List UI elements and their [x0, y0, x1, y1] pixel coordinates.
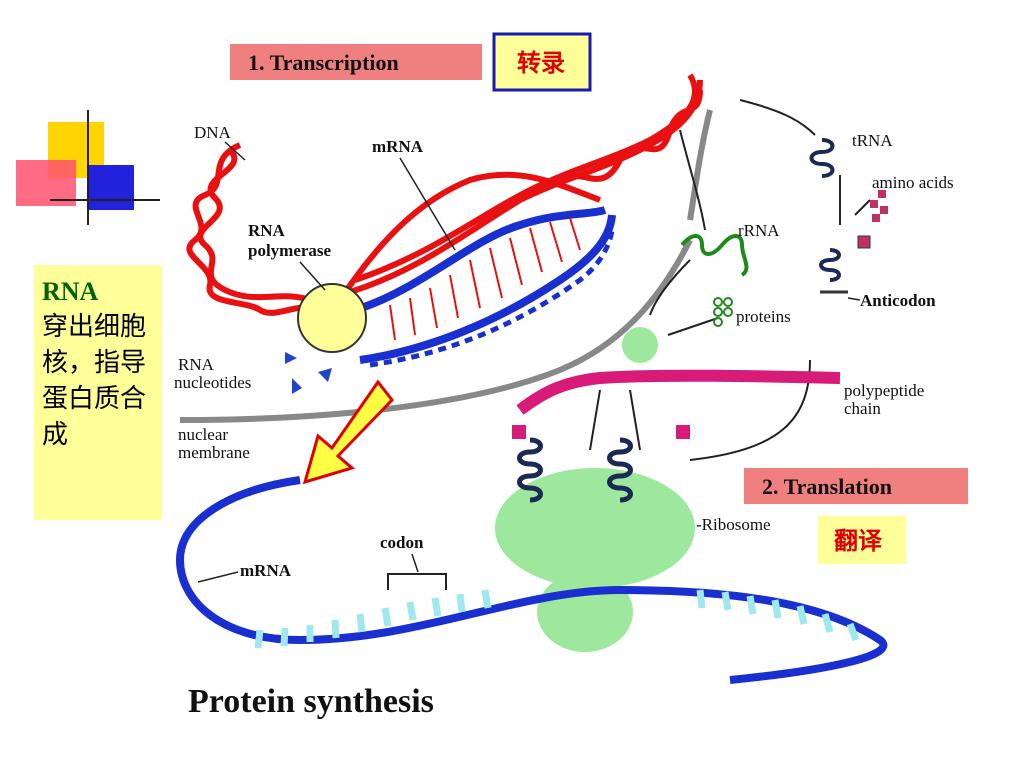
codon-label: codon — [380, 533, 424, 552]
mrna-released — [369, 229, 615, 368]
rna-polymerase-label-1: RNA — [248, 221, 286, 240]
polypeptide-label-2: chain — [844, 399, 881, 418]
rna-nucleotides-label-1: RNA — [178, 355, 215, 374]
polypeptide-label-1: polypeptide — [844, 381, 924, 400]
amino-acids — [870, 190, 888, 222]
amino-acids-label: amino acids — [872, 173, 954, 192]
anticodon-label: Anticodon — [860, 291, 936, 310]
slide-decoration — [16, 110, 160, 225]
dna-helix — [186, 73, 703, 316]
trna-anticodon — [819, 235, 871, 294]
mrna-bottom-leader — [197, 571, 239, 583]
rna-polymerase-leader — [299, 261, 326, 291]
dna-strand-upper — [337, 171, 602, 302]
rrna-molecule — [680, 234, 749, 277]
ribosome-trnas — [517, 437, 633, 503]
transcription-label: 1. Transcription — [248, 50, 399, 75]
trna-label: tRNA — [852, 131, 893, 150]
mrna-top-label: mRNA — [372, 137, 424, 156]
ribosome-large — [495, 468, 695, 588]
dna-leader — [224, 141, 246, 161]
nuclear-membrane-label-2: membrane — [178, 443, 250, 462]
polypeptide-chain — [512, 369, 841, 439]
dna-label: DNA — [194, 123, 232, 142]
transcription-label-box — [230, 44, 482, 80]
transcription-cn-box — [492, 32, 592, 92]
side-note-text: 穿出细胞核，指导蛋白质合成 — [42, 312, 147, 450]
ribosome-label: -Ribosome — [696, 515, 771, 534]
nuclear-membrane-label-1: nuclear — [178, 425, 228, 444]
anticodon-leader — [847, 297, 861, 301]
translation-label: 2. Translation — [762, 474, 892, 499]
rna-nucleotides-label-2: nucleotides — [174, 373, 251, 392]
diagram-title: Protein synthesis — [188, 683, 434, 720]
side-note-rna: RNA — [42, 277, 99, 306]
rrna-label: rRNA — [738, 221, 780, 240]
proteins-label: proteins — [736, 307, 791, 326]
codon-bracket — [387, 573, 447, 590]
mrna-transcript — [353, 206, 616, 364]
ribosome-small — [537, 572, 633, 652]
nuclear-membrane — [179, 109, 713, 423]
translation-label-box — [744, 468, 968, 504]
mrna-top-leader — [399, 157, 456, 251]
rna-nucleotides — [285, 352, 332, 394]
side-note: RNA 穿出细胞核，指导蛋白质合成 — [34, 265, 162, 520]
rna-polymerase — [297, 283, 367, 353]
polypeptide-link-arrows — [589, 389, 641, 451]
ribosome-subunit — [622, 327, 658, 363]
rna-polymerase-label-2: polymerase — [248, 241, 332, 260]
trna-molecule — [809, 138, 835, 178]
translation-cn-label: 翻译 — [834, 527, 883, 555]
codon-leader — [411, 553, 419, 573]
translation-cn-box — [818, 516, 906, 564]
export-arrow — [302, 379, 394, 485]
mrna-bottom-label: mRNA — [240, 561, 292, 580]
proteins-icon — [713, 297, 733, 327]
transcription-cn-label: 转录 — [517, 49, 565, 77]
mrna-translating — [175, 476, 888, 684]
